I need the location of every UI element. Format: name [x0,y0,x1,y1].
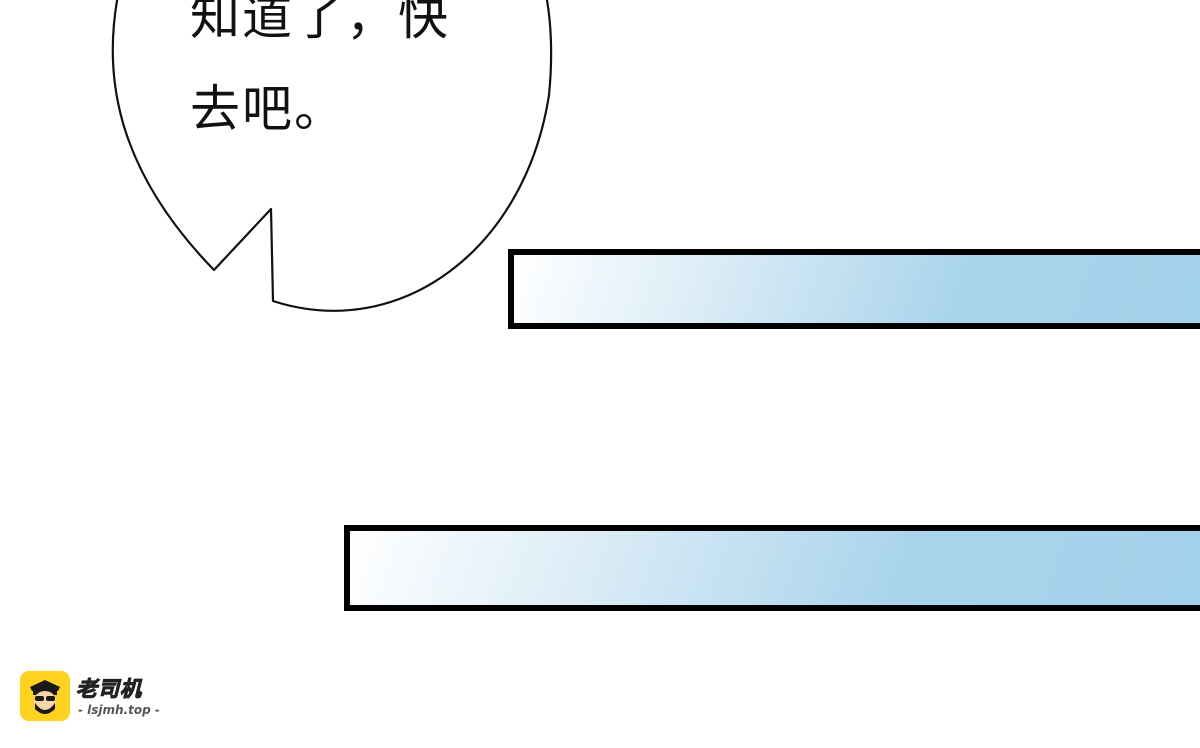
dialogue-line-1: 知道了，快 [190,0,450,46]
watermark-name: 老司机 [76,677,142,702]
site-watermark: 老司机 - lsjmh.top - [20,671,190,723]
watermark-url: - lsjmh.top - [78,703,160,717]
dialogue-line-2: 去吧。 [190,80,346,138]
panel-bar-lower [344,525,1200,611]
driver-face-icon [20,671,70,721]
panel-bar-upper [508,249,1200,329]
speech-bubble-shape [111,0,553,312]
